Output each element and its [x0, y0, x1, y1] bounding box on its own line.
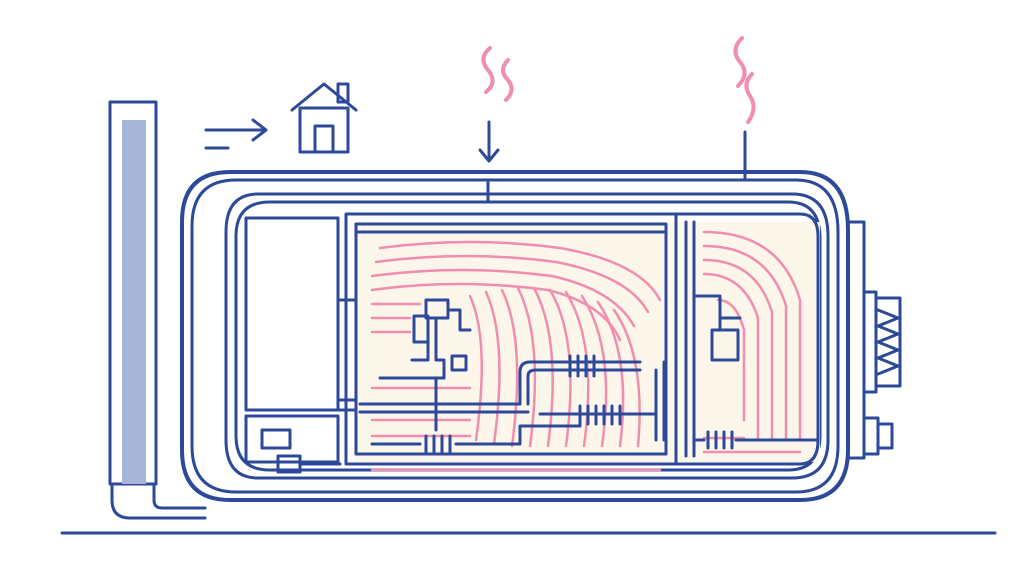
steam-icon: [481, 46, 514, 102]
heating-coil-icon: [874, 296, 902, 388]
inlet-pipe: [108, 100, 207, 520]
pipe-coupler: [568, 354, 596, 378]
arrow-right-icon: [204, 118, 268, 150]
house-icon: [290, 82, 358, 154]
arrow-down-icon: [478, 120, 500, 163]
pipe-coupler: [706, 430, 734, 450]
internal-piping: [336, 170, 820, 454]
pipe-coupler: [424, 434, 452, 454]
end-cap: [846, 220, 878, 460]
drain-valve: [862, 416, 894, 456]
control-panel: [244, 216, 342, 474]
steam-icon: [733, 36, 756, 124]
heating-elements: [370, 230, 802, 472]
tank-body: [180, 170, 850, 502]
